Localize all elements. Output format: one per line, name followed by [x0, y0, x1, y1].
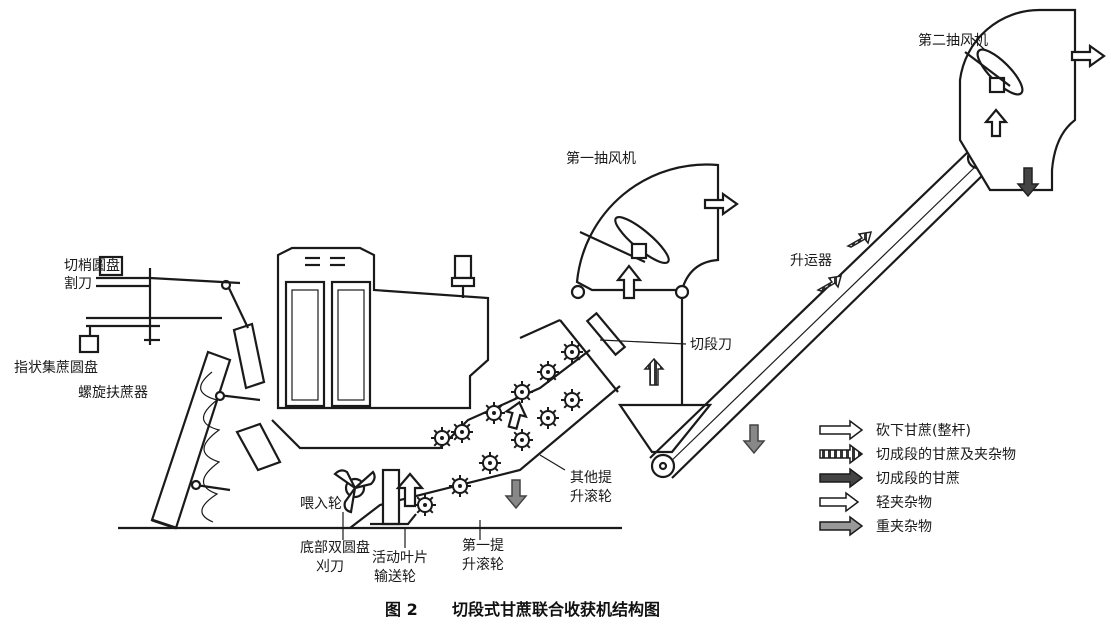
legend-item: 切成段的甘蔗及夹杂物	[819, 443, 1016, 465]
lift-roller	[451, 421, 473, 443]
legend-arrow-icon	[819, 515, 864, 537]
caption-number: 图 2	[385, 600, 418, 619]
label-fan2: 第二抽风机	[918, 32, 988, 49]
legend-item: 砍下甘蔗(整杆)	[819, 419, 971, 441]
legend-label: 切成段的甘蔗及夹杂物	[876, 447, 1016, 463]
legend-label: 切成段的甘蔗	[876, 471, 960, 487]
first-fan	[570, 163, 720, 405]
legend-arrow-icon	[819, 491, 860, 513]
lift-roller	[483, 402, 505, 424]
lift-roller	[537, 361, 559, 383]
lift-roller	[511, 429, 533, 451]
lift-roller	[431, 427, 453, 449]
legend-label: 重夹杂物	[876, 519, 932, 535]
leader-lines	[342, 37, 986, 548]
second-fan	[958, 8, 1077, 192]
lift-roller	[449, 475, 471, 497]
legend-item: 切成段的甘蔗	[819, 467, 960, 489]
label-spiral: 螺旋扶蔗器	[78, 385, 148, 401]
legend-label: 轻夹杂物	[876, 495, 932, 511]
lift-rollers	[414, 341, 583, 516]
flow-arrows	[395, 43, 1106, 510]
label-chopper: 切段刀	[690, 337, 732, 353]
label-other-rollers: 其他提	[570, 470, 612, 486]
base-cutter	[370, 468, 417, 526]
label-feed-wheel: 喂入轮	[300, 496, 342, 512]
label-first-roller-2: 升滚轮	[462, 556, 504, 573]
lift-roller	[479, 452, 501, 474]
label-top-cutter-2: 割刀	[64, 275, 92, 292]
chopper	[585, 311, 627, 357]
linkage	[190, 279, 282, 492]
lift-roller	[414, 494, 436, 516]
legend-label: 砍下甘蔗(整杆)	[876, 423, 971, 439]
label-blade-conveyor-2: 输送轮	[374, 569, 416, 585]
label-elevator: 升运器	[790, 253, 832, 269]
legend-item: 重夹杂物	[819, 515, 932, 537]
spiral-lifter	[150, 350, 232, 530]
caption-title: 切段式甘蔗联合收获机结构图	[452, 600, 660, 619]
label-base-cutter-2: 刈刀	[316, 559, 344, 575]
legend-arrow-icon	[819, 419, 864, 441]
label-first-roller: 第一提	[462, 537, 504, 554]
lift-roller	[537, 407, 559, 429]
cab	[276, 246, 490, 410]
label-fan1: 第一抽风机	[566, 150, 636, 167]
legend-item: 轻夹杂物	[819, 491, 932, 513]
legend-arrow-icon	[819, 443, 864, 465]
lift-roller	[511, 381, 533, 403]
label-gather-disc: 指状集蔗圆盘	[14, 359, 98, 376]
top-cutter-frame	[78, 255, 241, 354]
lift-roller	[561, 389, 583, 411]
label-base-cutter: 底部双圆盘	[300, 539, 370, 556]
feed-wheel	[333, 469, 376, 514]
label-blade-conveyor: 活动叶片	[372, 550, 428, 566]
legend-arrow-icon	[819, 467, 864, 489]
label-other-rollers-2: 升滚轮	[570, 488, 612, 505]
label-top-cutter: 切梢圆盘	[64, 257, 120, 274]
lift-roller	[561, 341, 583, 363]
hopper	[617, 403, 713, 454]
